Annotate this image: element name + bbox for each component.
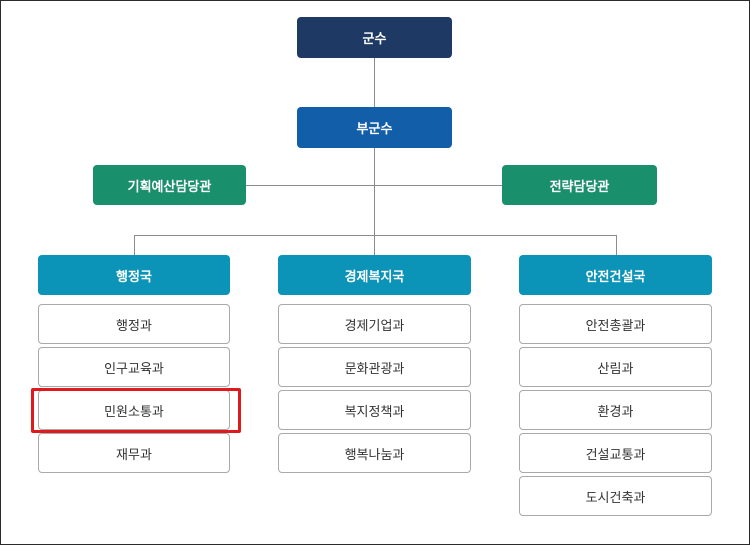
connector-bureau-2 — [374, 235, 375, 256]
node-dept: 인구교육과 — [38, 347, 230, 387]
node-dept: 건설교통과 — [519, 433, 712, 473]
node-mayor: 군수 — [297, 17, 452, 58]
node-planning-budget-officer: 기획예산담당관 — [93, 165, 246, 205]
node-bureau-safety-construction: 안전건설국 — [519, 255, 712, 295]
highlight-outline — [31, 388, 241, 433]
node-dept: 민원소통과 — [38, 390, 230, 430]
node-strategy-officer: 전략담당관 — [502, 165, 657, 205]
node-dept: 경제기업과 — [278, 304, 471, 344]
node-dept: 안전총괄과 — [519, 304, 712, 344]
node-dept: 행정과 — [38, 304, 230, 344]
connector-bureau-3 — [616, 235, 617, 256]
node-dept: 환경과 — [519, 390, 712, 430]
node-dept: 행복나눔과 — [278, 433, 471, 473]
node-dept: 복지정책과 — [278, 390, 471, 430]
node-dept: 산림과 — [519, 347, 712, 387]
node-dept: 문화관광과 — [278, 347, 471, 387]
node-dept: 재무과 — [38, 433, 230, 473]
connector-advisors — [245, 185, 503, 186]
node-bureau-administration: 행정국 — [38, 255, 230, 295]
connector-bureaus-horizontal — [134, 235, 616, 236]
node-deputy-mayor: 부군수 — [297, 107, 452, 148]
node-bureau-economy-welfare: 경제복지국 — [278, 255, 471, 295]
connector-bureau-1 — [134, 235, 135, 256]
node-dept: 도시건축과 — [519, 476, 712, 516]
